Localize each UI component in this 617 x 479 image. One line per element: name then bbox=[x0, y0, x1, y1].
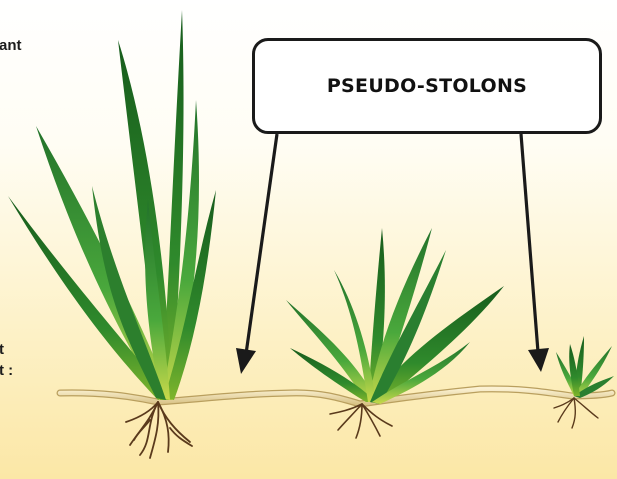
grass-plant-small bbox=[554, 336, 614, 428]
grass-plant-large bbox=[8, 10, 216, 458]
arrow-down bbox=[521, 134, 549, 372]
callout-label: PSEUDO-STOLONS bbox=[327, 75, 527, 97]
arrow-down bbox=[236, 134, 277, 374]
pseudo-stolons-callout: PSEUDO-STOLONS bbox=[252, 38, 602, 134]
stolon-runner bbox=[60, 389, 612, 404]
grass-plant-medium bbox=[286, 228, 504, 438]
